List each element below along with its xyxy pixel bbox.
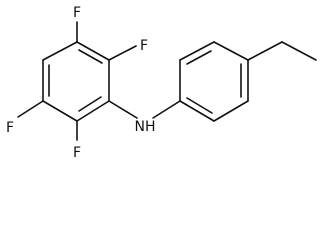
- right-ring: [179, 41, 249, 122]
- bond: [213, 100, 249, 122]
- bond-to-nh: [108, 100, 138, 119]
- fluorine-label: F: [6, 120, 14, 136]
- bond: [281, 41, 317, 61]
- fluorine-label: F: [73, 5, 81, 21]
- bond: [179, 41, 215, 61]
- bond: [42, 100, 78, 122]
- double-bond-inner: [186, 50, 212, 65]
- bond: [76, 100, 110, 122]
- bond-to-f-left: [17, 100, 44, 118]
- ethyl-group: [247, 41, 317, 61]
- fluorine-label: F: [73, 145, 81, 161]
- amine-nh-label: NH: [135, 119, 156, 135]
- structure-diagram: F F F F NH: [6, 5, 317, 161]
- left-substituents: [17, 21, 138, 141]
- bond: [76, 41, 110, 61]
- bond-to-f-upper-right: [108, 45, 137, 61]
- bond-nh-to-right-ring: [152, 100, 181, 119]
- molecule-drawing: F F F F NH: [6, 5, 317, 161]
- bond: [213, 41, 249, 61]
- bond: [42, 41, 78, 61]
- bond: [247, 41, 283, 61]
- left-ring: [42, 41, 110, 122]
- double-bond-inner: [186, 97, 213, 114]
- bond: [179, 100, 215, 122]
- double-bond-inner: [78, 96, 102, 112]
- double-bond-inner: [78, 49, 103, 64]
- fluorine-label: F: [140, 38, 148, 54]
